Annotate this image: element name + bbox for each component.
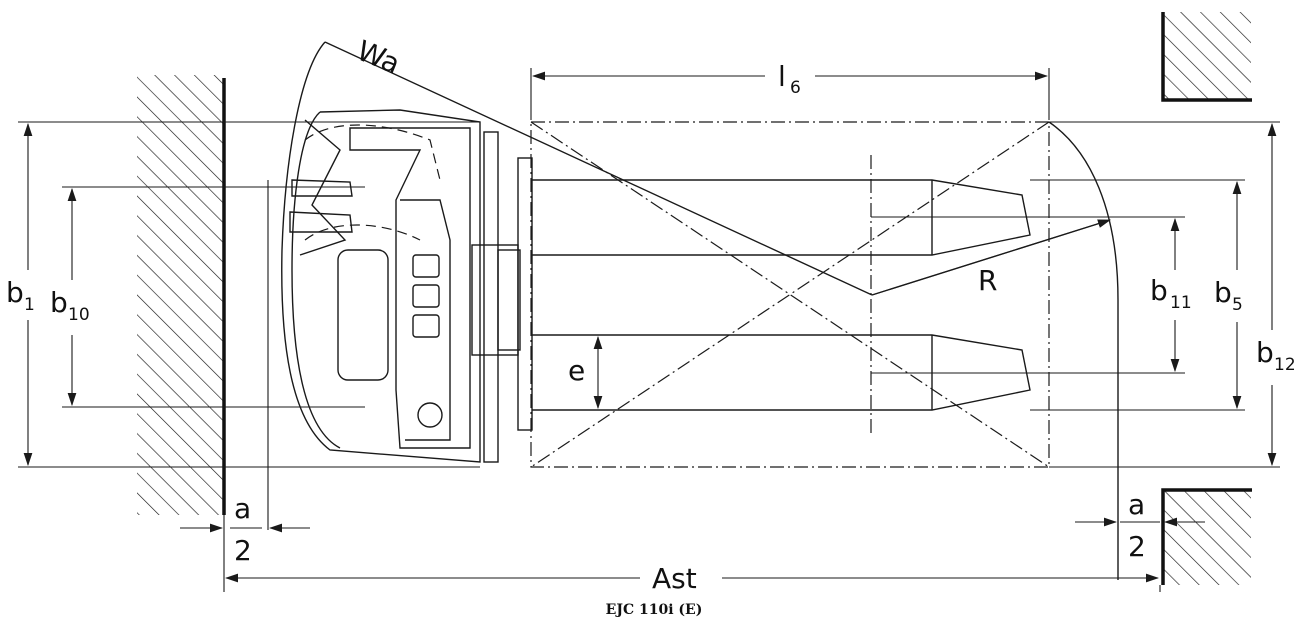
b12-label: b: [1256, 336, 1274, 369]
ast-dimension: Ast: [223, 515, 1161, 595]
a-right-label: a: [1128, 488, 1145, 521]
wa-sweep: Wa: [324, 34, 1111, 296]
a-left-label: a: [234, 492, 251, 525]
b5-label: b: [1214, 276, 1232, 309]
b1-subscript: 1: [24, 295, 35, 315]
b11-subscript: 11: [1170, 293, 1192, 313]
b5-subscript: 5: [1232, 295, 1243, 315]
left-wall: [137, 75, 226, 515]
l6-label: l: [778, 60, 786, 93]
l6-dimension: l 6: [530, 60, 1050, 120]
wa-label: Wa: [352, 34, 404, 81]
right-top-wall: [1161, 12, 1252, 102]
forks: [532, 179, 1031, 411]
b12-subscript: 12: [1274, 355, 1296, 375]
b1-dimension: b 1: [6, 121, 480, 468]
two-left-label: 2: [234, 534, 252, 567]
two-right-label: 2: [1128, 530, 1146, 563]
b1-label: b: [6, 276, 24, 309]
radius-indicator: R: [871, 219, 1112, 297]
e-dimension: e: [568, 335, 603, 410]
a-half-right: a 2: [1075, 488, 1205, 563]
l6-subscript: 6: [790, 78, 801, 98]
b11-dimension: b 11: [871, 216, 1192, 374]
a-half-left: a 2: [180, 180, 310, 567]
b10-label: b: [50, 286, 68, 319]
r-label: R: [978, 264, 997, 297]
ast-label: Ast: [652, 562, 697, 595]
truck-body: [281, 41, 533, 463]
turning-arc: [1048, 121, 1119, 580]
b5-dimension: b 5: [1030, 179, 1245, 411]
b10-subscript: 10: [68, 305, 90, 325]
b10-dimension: b 10: [50, 186, 365, 408]
b11-label: b: [1150, 274, 1168, 307]
b12-dimension: b 12: [1049, 121, 1296, 468]
e-label: e: [568, 354, 585, 387]
right-bottom-wall: [1161, 488, 1252, 585]
caption: EJC 110i (E): [606, 602, 703, 618]
